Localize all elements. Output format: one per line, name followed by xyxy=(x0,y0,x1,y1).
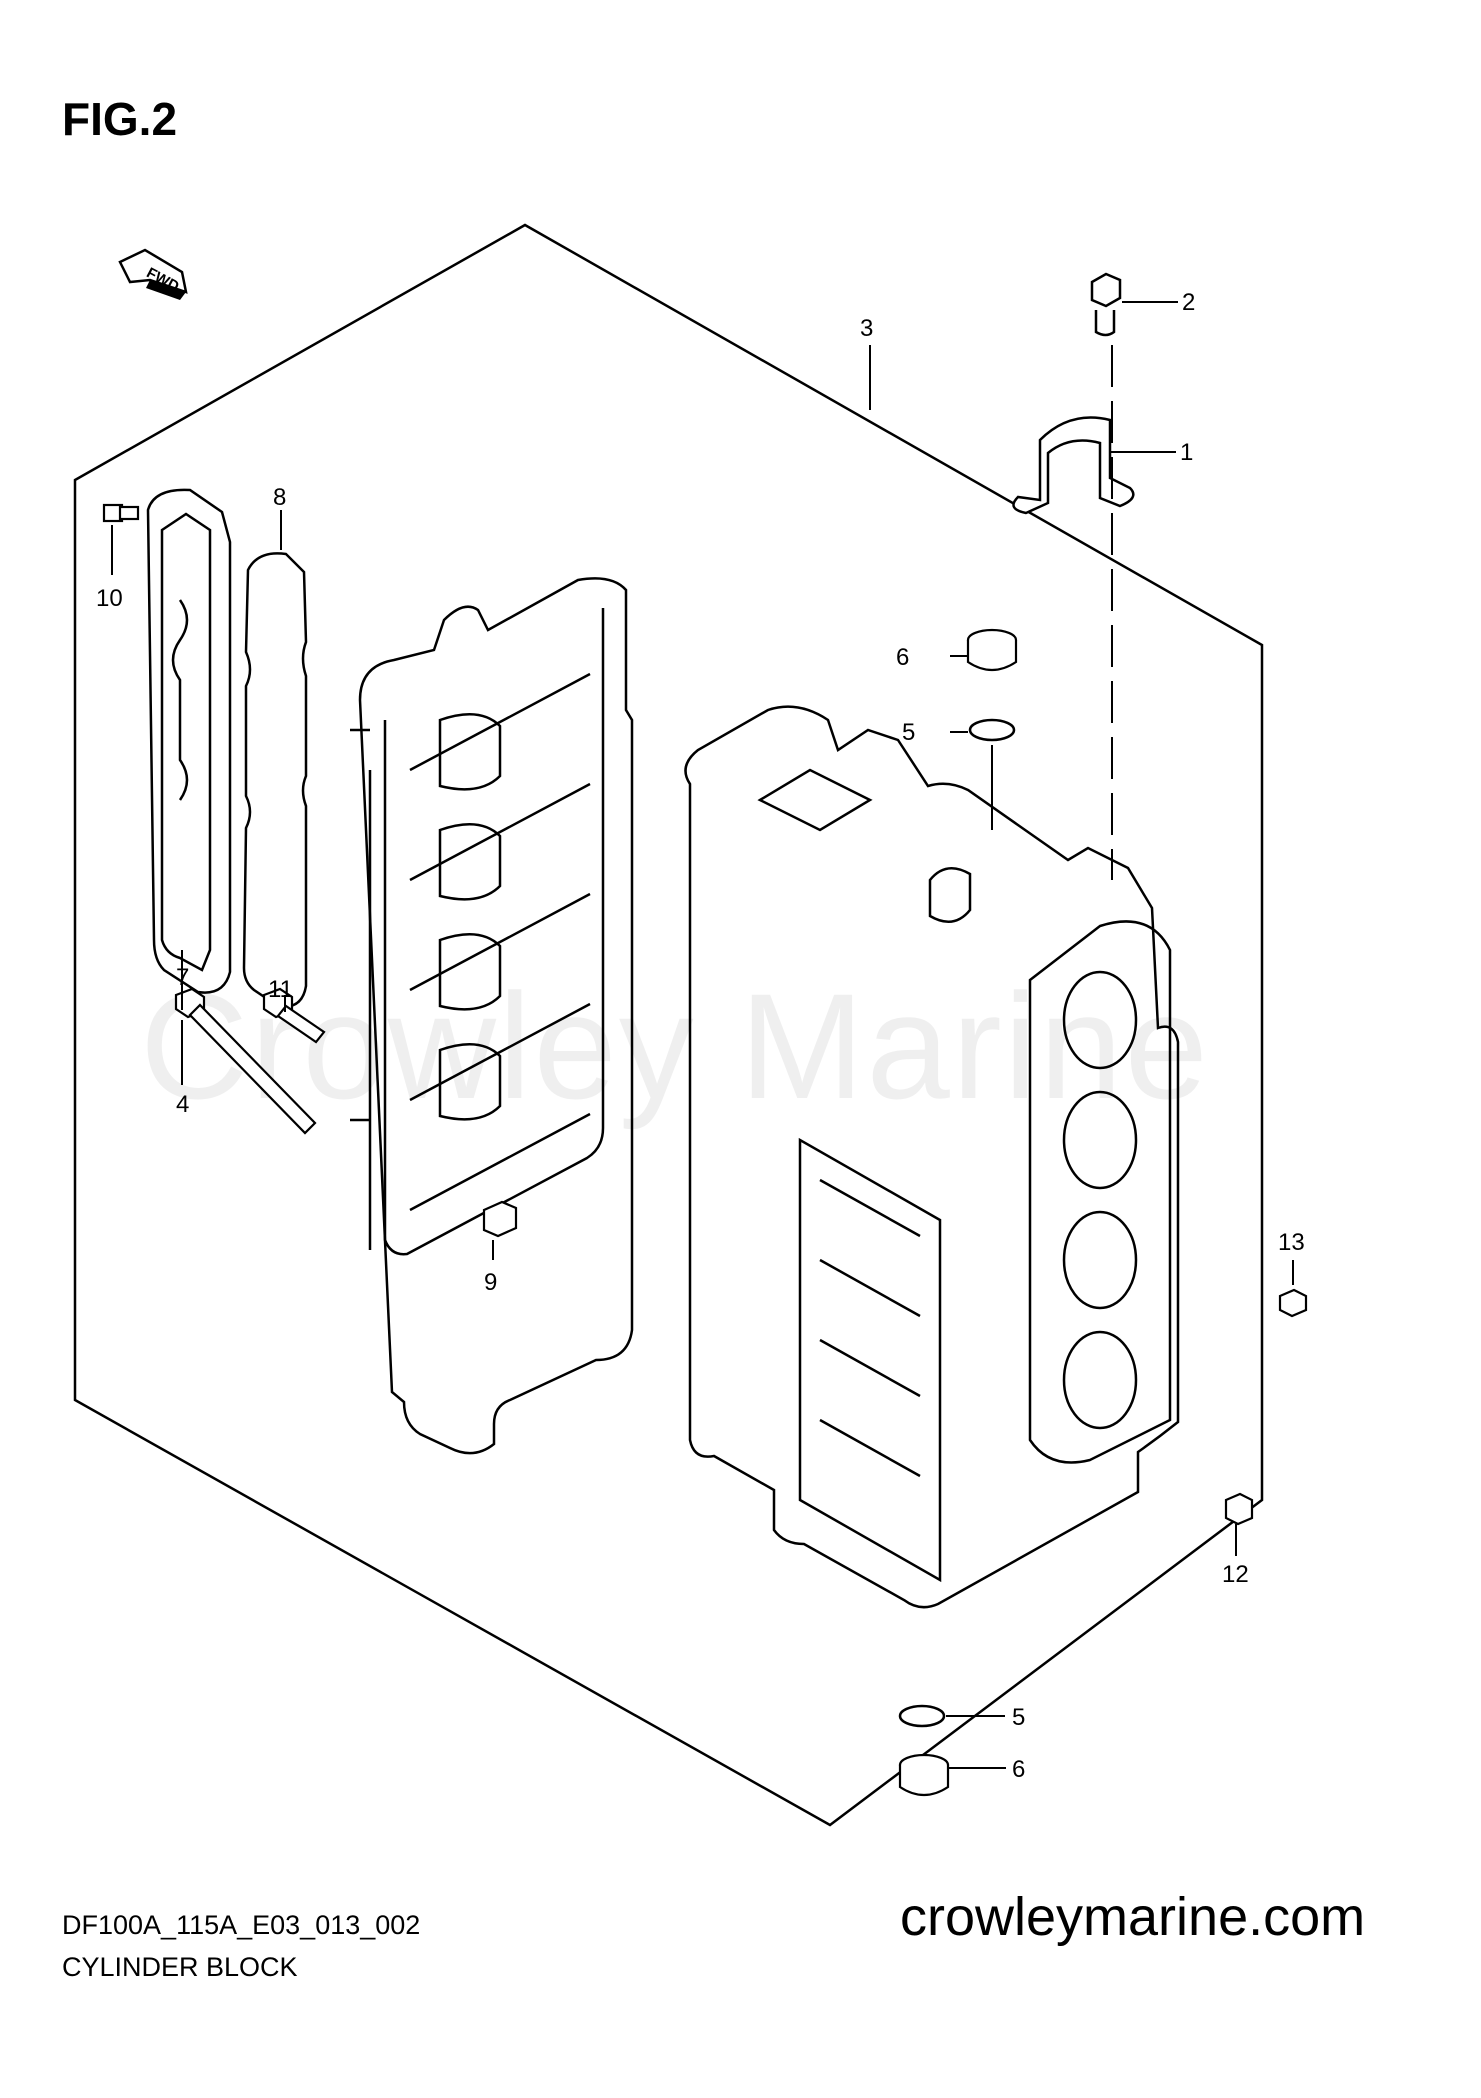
washer-part-5-top xyxy=(968,718,1016,742)
cylinder-block xyxy=(684,705,1180,1609)
plug-part-13 xyxy=(1278,1288,1308,1318)
callout-5-bottom: 5 xyxy=(1012,1704,1025,1731)
plug-part-12 xyxy=(1224,1492,1254,1526)
callout-6-bottom: 6 xyxy=(1012,1756,1025,1783)
callout-11: 11 xyxy=(268,976,293,1003)
callout-7: 7 xyxy=(176,964,189,991)
cover-part-7 xyxy=(146,488,232,994)
callout-1: 1 xyxy=(1180,439,1193,466)
callout-6-top: 6 xyxy=(896,644,909,671)
site-name: crowleymarine.com xyxy=(900,1887,1366,1947)
plug-part-6-top xyxy=(966,628,1018,672)
callout-3: 3 xyxy=(860,315,873,342)
crankcase-half xyxy=(350,577,634,1455)
bolt-part-10 xyxy=(102,503,140,523)
clamp-part-1 xyxy=(1012,416,1135,515)
callout-2: 2 xyxy=(1182,289,1195,316)
leader-lines xyxy=(111,301,1294,1769)
diagram-caption: CYLINDER BLOCK xyxy=(62,1952,298,1982)
callout-8: 8 xyxy=(273,484,286,511)
washer-part-5-bottom xyxy=(898,1704,946,1728)
callout-10: 10 xyxy=(96,585,123,612)
callout-12: 12 xyxy=(1222,1561,1249,1588)
assembly-frame xyxy=(73,223,1264,1827)
gasket-part-8 xyxy=(242,552,308,1008)
figure-title: FIG.2 xyxy=(62,93,178,145)
bolt-part-2 xyxy=(1090,272,1122,337)
callout-4: 4 xyxy=(176,1091,189,1118)
plug-part-6-bottom xyxy=(898,1753,950,1797)
pin-part-9 xyxy=(482,1200,518,1238)
callout-5-top: 5 xyxy=(902,719,915,746)
fwd-arrow-icon: FWD xyxy=(118,248,188,300)
callout-9: 9 xyxy=(484,1269,497,1296)
callout-13: 13 xyxy=(1278,1229,1305,1256)
diagram-code: DF100A_115A_E03_013_002 xyxy=(62,1910,421,1940)
